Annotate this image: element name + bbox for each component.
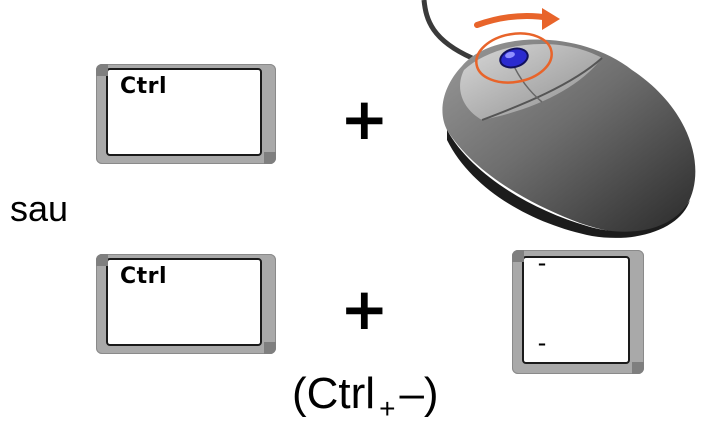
minus-key-bottom-label: – <box>538 334 547 353</box>
caption-plus: + <box>379 393 396 424</box>
caption-close: –) <box>399 369 439 418</box>
ctrl-key-bottom: Ctrl <box>96 254 276 354</box>
ctrl-key-top-label: Ctrl <box>120 74 168 99</box>
minus-key-top-label: – <box>538 254 547 273</box>
plus-sign-top: + <box>340 85 389 153</box>
caption-open: (Ctrl <box>292 369 376 418</box>
ctrl-key-top: Ctrl <box>96 64 276 164</box>
separator-text: sau <box>10 188 69 229</box>
mouse-icon <box>421 0 696 238</box>
plus-sign-bottom: + <box>340 275 389 343</box>
shortcut-caption: (Ctrl+–) <box>292 369 439 423</box>
minus-key: – – <box>512 250 644 374</box>
ctrl-key-bottom-label: Ctrl <box>120 264 168 289</box>
